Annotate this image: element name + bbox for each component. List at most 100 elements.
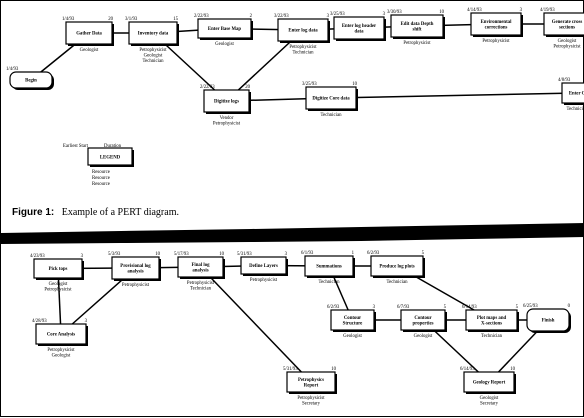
task-resource: Technician [387,280,409,285]
task-resource: Technician [319,280,341,285]
torn-paper-edge [1,223,584,244]
task-duration: 0 [568,304,571,309]
task-duration: 3 [520,8,523,13]
task-resource: Petrophysicist [187,281,215,286]
task-box [128,21,178,45]
task-duration: 10 [439,10,444,15]
task-box [543,12,584,36]
task-resource: Secretary [302,402,321,407]
task-resource: Geologist [480,396,499,401]
task-resource: Technician [190,287,212,292]
task-box [470,12,522,36]
task-earliest-start: 6/14/93 [460,367,475,372]
task-resource: Petrophysicist [44,288,72,293]
task-name: Enter C [569,92,584,97]
legend-resource-2: Resource [92,176,110,181]
task-earliest-start: 1/4/93 [6,67,19,72]
task-resource: Technician [321,113,343,118]
task-resource: Technician [567,107,584,112]
task-duration: 3 [81,254,84,259]
task-box [9,71,53,89]
legend-title: LEGEND [100,156,121,161]
task-name: Pick tops [49,267,68,272]
task-earliest-start: 4/28/93 [32,319,47,324]
task-name: Inventory data [138,32,169,37]
task-earliest-start: 4/8/93 [558,78,571,83]
task-box [463,371,515,393]
task-box [330,309,375,331]
figure-title: Example of a PERT diagram. [61,207,179,218]
legend-duration-label: Duration [104,144,122,149]
task-earliest-start: 3/30/93 [387,10,402,15]
task-earliest-start: 5/31/93 [237,252,252,257]
task-resource: Geologist [343,334,362,339]
task-name: Digitize Core data [312,97,350,102]
task-resource: Petrophysicist [297,396,325,401]
task-resource: Petrophysicist [482,39,510,44]
task-name: Enter log data [288,29,318,34]
task-earliest-start: 2/22/93 [194,14,209,19]
task-resource: Petrophysicist [403,41,431,46]
task-duration: 3 [85,319,88,324]
task-resource: Geologist [80,48,99,53]
task-earliest-start: 4/19/93 [540,8,555,13]
task-duration: 5 [516,305,519,310]
task-resource: Petrophysicist [122,283,150,288]
legend-resource-3: Resource [92,182,110,187]
task-earliest-start: 5/17/93 [174,252,189,257]
task-duration: 15 [173,17,178,22]
task-box [561,82,584,104]
task-earliest-start: 6/25/93 [523,304,538,309]
task-resource: Vendor [220,116,234,121]
task-box [286,371,336,393]
task-duration: 10 [331,367,336,372]
legend: Earliest Start Duration LEGEND Resource … [63,144,134,187]
task-name: Produce log plots [379,265,414,270]
task-resource: Geologist [144,54,163,59]
task-earliest-start: 4/23/93 [30,254,45,259]
task-box [400,309,446,331]
figure-label: Figure 1: [12,207,55,218]
task-resource: Geologist [52,354,71,359]
task-resource: Petrophysicist [47,348,75,353]
task-box [370,255,424,277]
task-duration: 10 [352,82,357,87]
task-enter-core[interactable]: Enter C 4/8/93Technician [558,78,584,112]
task-name: Gather Data [76,32,102,37]
task-duration: 20 [108,17,113,22]
task-box [465,309,518,331]
task-resource: Petrophysicist [250,278,278,283]
task-duration: 3 [373,305,376,310]
task-name: Define Layers [249,264,278,269]
